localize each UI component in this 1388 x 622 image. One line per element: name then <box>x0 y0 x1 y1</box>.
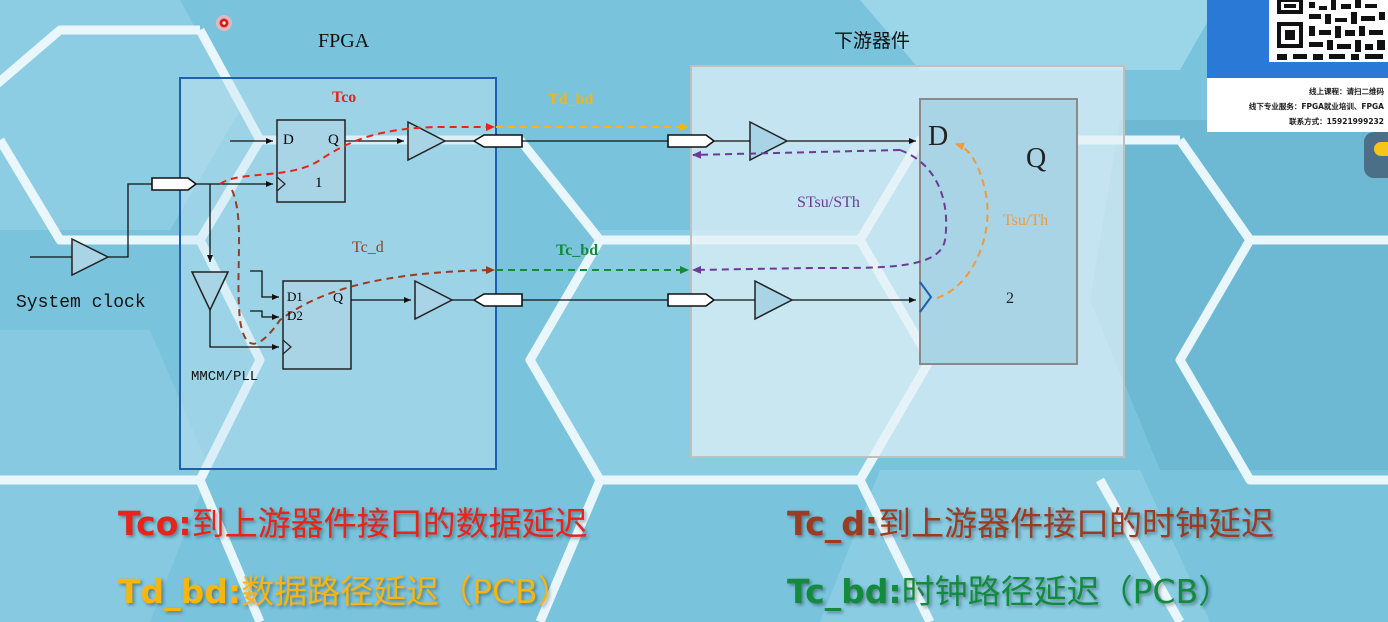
downstream-clock-edge-icon <box>919 281 933 313</box>
legend-td-bd: Td_bd:数据路径延迟（PCB） <box>118 565 571 613</box>
td-bd-label: Td_bd <box>548 91 594 108</box>
stsu-sth-path <box>692 149 948 274</box>
register-2-clock-edge-icon <box>282 339 292 355</box>
legend-tco: Tco:到上游器件接口的数据延迟 <box>118 497 588 545</box>
register-2-q-label: Q <box>333 291 344 306</box>
system-clock-label: System clock <box>16 293 146 313</box>
downstream-d-label: D <box>928 121 949 152</box>
laser-pointer-dot <box>216 15 232 31</box>
legend-tc-d-desc: 到上游器件接口的时钟延迟 <box>878 504 1275 543</box>
ff1-output-buffer-icon <box>407 120 447 162</box>
legend-tco-key: Tco: <box>118 504 192 543</box>
legend-tc-bd: Tc_bd:时钟路径延迟（PCB） <box>787 565 1231 613</box>
register-1-number: 1 <box>315 175 323 191</box>
legend-tco-desc: 到上游器件接口的数据延迟 <box>191 504 588 543</box>
clock-output-pad-icon <box>472 293 523 307</box>
ff2-output-buffer-icon <box>414 279 454 321</box>
tco-path <box>219 123 495 185</box>
stsu-sth-path-upper <box>692 149 901 159</box>
tsu-th-label: Tsu/Th <box>1003 212 1049 229</box>
tsu-th-path <box>936 142 989 299</box>
tc-bd-label: Tc_bd <box>556 242 599 259</box>
fpga-label: FPGA <box>318 30 370 52</box>
qr-code-panel: 线上课程：请扫二维码 线下专业服务：FPGA就业培训、FPGA 联系方式：159… <box>1207 0 1388 132</box>
qr-line-online-course: 线上课程：请扫二维码 <box>1309 87 1384 96</box>
register-1-q-label: Q <box>328 132 339 148</box>
register-1-d-label: D <box>283 132 294 148</box>
mmcm-pll-label: MMCM/PLL <box>191 369 259 385</box>
tc-d-path <box>231 189 495 345</box>
side-edge-dot <box>1374 142 1388 156</box>
clock-input-pad-downstream-icon <box>667 293 716 307</box>
qr-line-contact: 联系方式：15921999232 <box>1289 117 1384 126</box>
legend-td-bd-key: Td_bd: <box>118 572 242 611</box>
qr-code-icon[interactable] <box>1269 0 1388 62</box>
qr-line-offline-service: 线下专业服务：FPGA就业培训、FPGA <box>1248 102 1384 111</box>
downstream-q-label: Q <box>1026 143 1047 174</box>
signal-wires <box>30 138 916 350</box>
data-input-pad-icon <box>667 134 716 148</box>
register-2-block <box>282 280 352 370</box>
register-1-block <box>276 119 346 203</box>
legend-td-bd-desc: 数据路径延迟（PCB） <box>241 572 571 611</box>
data-output-pad-icon <box>472 134 523 148</box>
tco-label: Tco <box>332 89 357 106</box>
mmcm-pll-buffer-icon <box>190 271 230 312</box>
legend-tc-bd-key: Tc_bd: <box>787 572 902 611</box>
register-1-clock-edge-icon <box>276 176 286 192</box>
legend-tc-d-key: Tc_d: <box>787 504 879 543</box>
register-2-d2-label: D2 <box>287 308 303 323</box>
downstream-register-number: 2 <box>1006 290 1014 307</box>
tc-d-label: Tc_d <box>352 239 384 256</box>
legend-tc-bd-desc: 时钟路径延迟（PCB） <box>901 572 1232 611</box>
clock-input-pad-icon <box>151 177 198 191</box>
legend-tc-d: Tc_d:到上游器件接口的时钟延迟 <box>787 497 1274 545</box>
stsu-sth-label: STsu/STh <box>797 194 860 211</box>
register-2-d1-label: D1 <box>287 289 303 304</box>
downstream-device-label: 下游器件 <box>834 30 911 52</box>
